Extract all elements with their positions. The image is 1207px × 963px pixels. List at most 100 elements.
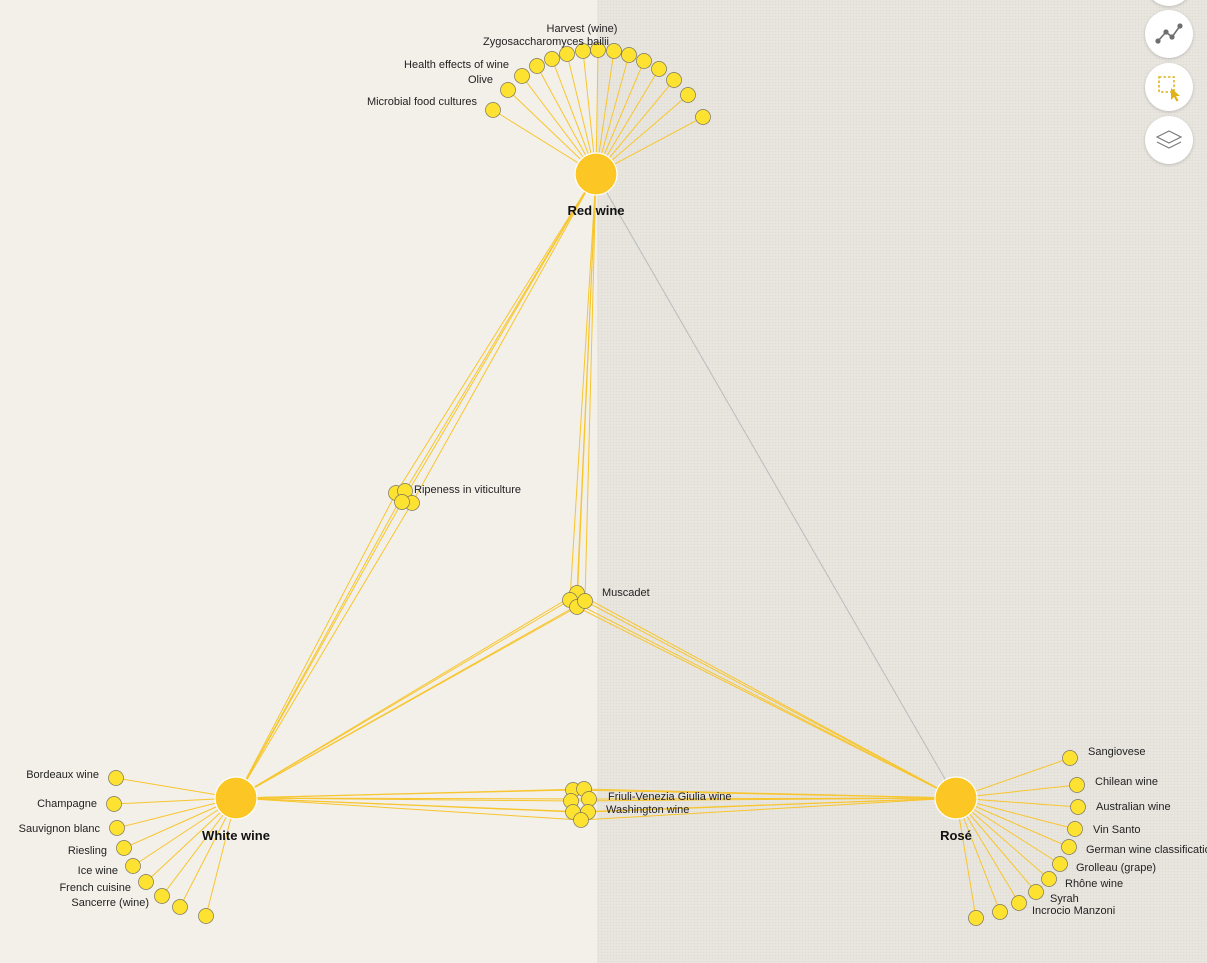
cluster-edge bbox=[235, 599, 571, 799]
hub-label-rose: Rosé bbox=[940, 828, 972, 843]
satellite-node[interactable] bbox=[621, 47, 637, 63]
cluster-edge bbox=[235, 492, 397, 799]
selection-icon bbox=[1158, 76, 1180, 102]
node-label-microbial-food-cultures: Microbial food cultures bbox=[367, 96, 478, 108]
satellite-node[interactable] bbox=[606, 43, 622, 59]
satellite-node[interactable] bbox=[106, 796, 122, 812]
cluster-edge bbox=[584, 600, 957, 799]
node-label-chilean-wine: Chilean wine bbox=[1095, 776, 1158, 788]
cluster-edge bbox=[569, 599, 957, 799]
top-partial-button[interactable] bbox=[1145, 0, 1193, 6]
cluster-edge bbox=[235, 502, 413, 799]
satellite-node[interactable] bbox=[1061, 839, 1077, 855]
satellite-node[interactable] bbox=[1069, 777, 1085, 793]
hub-node-rose[interactable] bbox=[934, 776, 978, 820]
satellite-node[interactable] bbox=[695, 109, 711, 125]
direct-edge bbox=[595, 173, 957, 799]
nodes-layer bbox=[106, 42, 1086, 926]
node-label-rhone-wine: Rhône wine bbox=[1065, 878, 1123, 890]
node-label-german-wine-classification: German wine classification bbox=[1086, 844, 1207, 856]
cluster-node[interactable] bbox=[394, 494, 410, 510]
satellite-node[interactable] bbox=[108, 770, 124, 786]
cluster-node[interactable] bbox=[577, 593, 593, 609]
satellite-node[interactable] bbox=[125, 858, 141, 874]
path-tool-button[interactable] bbox=[1145, 10, 1193, 58]
satellite-node[interactable] bbox=[485, 102, 501, 118]
cluster-edge bbox=[235, 788, 585, 799]
satellite-node[interactable] bbox=[109, 820, 125, 836]
satellite-node[interactable] bbox=[1052, 856, 1068, 872]
satellite-node[interactable] bbox=[590, 42, 606, 58]
canvas-left-area bbox=[0, 0, 597, 963]
node-label-muscadet: Muscadet bbox=[602, 587, 650, 599]
hub-label-white-wine: White wine bbox=[202, 828, 270, 843]
satellite-node[interactable] bbox=[666, 72, 682, 88]
cluster-edge bbox=[583, 788, 957, 799]
cluster-edge bbox=[587, 797, 957, 813]
satellite-node[interactable] bbox=[1062, 750, 1078, 766]
node-label-health-effects-of-wine: Health effects of wine bbox=[404, 59, 509, 71]
cluster-edge bbox=[404, 173, 597, 492]
layers-tool-button[interactable] bbox=[1145, 116, 1193, 164]
cluster-edge bbox=[235, 797, 582, 821]
cluster-edge bbox=[569, 173, 597, 601]
cluster-edge bbox=[580, 797, 957, 821]
path-icon bbox=[1155, 23, 1183, 44]
cluster-edge bbox=[401, 173, 597, 503]
hub-node-white-wine[interactable] bbox=[214, 776, 258, 820]
cluster-edge bbox=[576, 173, 597, 608]
satellite-node[interactable] bbox=[544, 51, 560, 67]
cluster-edge bbox=[395, 173, 597, 494]
satellite-node[interactable] bbox=[651, 61, 667, 77]
node-label-olive: Olive bbox=[468, 74, 493, 86]
node-label-grolleau-grape: Grolleau (grape) bbox=[1076, 862, 1156, 874]
node-label-vin-santo: Vin Santo bbox=[1093, 824, 1141, 836]
cluster-edge bbox=[235, 797, 589, 813]
satellite-node[interactable] bbox=[529, 58, 545, 74]
cluster-edge bbox=[235, 600, 586, 799]
node-label-champagne: Champagne bbox=[37, 798, 97, 810]
cluster-edge bbox=[584, 173, 597, 602]
satellite-node[interactable] bbox=[138, 874, 154, 890]
satellite-node[interactable] bbox=[1070, 799, 1086, 815]
layers-icon bbox=[1155, 130, 1183, 149]
node-label-australian-wine: Australian wine bbox=[1096, 801, 1171, 813]
satellite-node[interactable] bbox=[1011, 895, 1027, 911]
cluster-edge bbox=[235, 501, 403, 799]
satellite-node[interactable] bbox=[968, 910, 984, 926]
satellite-node[interactable] bbox=[172, 899, 188, 915]
node-label-sancerre-wine: Sancerre (wine) bbox=[71, 897, 149, 909]
satellite-node[interactable] bbox=[1067, 821, 1083, 837]
satellite-node[interactable] bbox=[559, 46, 575, 62]
satellite-node[interactable] bbox=[500, 82, 516, 98]
node-label-sangiovese: Sangiovese bbox=[1088, 746, 1146, 758]
satellite-node[interactable] bbox=[1041, 871, 1057, 887]
node-label-harvest-wine: Harvest (wine) bbox=[547, 23, 618, 35]
node-label-zygosaccharomyces-bailii: Zygosaccharomyces bailii bbox=[483, 36, 609, 48]
satellite-node[interactable] bbox=[680, 87, 696, 103]
satellite-node[interactable] bbox=[992, 904, 1008, 920]
satellite-node[interactable] bbox=[116, 840, 132, 856]
satellite-node[interactable] bbox=[198, 908, 214, 924]
hub-label-red-wine: Red wine bbox=[567, 203, 624, 218]
cluster-edge bbox=[235, 797, 590, 800]
node-label-sauvignon-blanc: Sauvignon blanc bbox=[19, 823, 101, 835]
node-label-ripeness-in-viticulture: Ripeness in viticulture bbox=[414, 484, 521, 496]
hub-node-red-wine[interactable] bbox=[574, 152, 618, 196]
node-label-ice-wine: Ice wine bbox=[78, 865, 118, 877]
satellite-node[interactable] bbox=[636, 53, 652, 69]
labels-layer: Harvest (wine)Zygosaccharomyces bailiiHe… bbox=[19, 23, 1207, 917]
satellite-node[interactable] bbox=[514, 68, 530, 84]
node-label-bordeaux-wine: Bordeaux wine bbox=[26, 769, 99, 781]
node-label-incrocio-manzoni: Incrocio Manzoni bbox=[1032, 905, 1115, 917]
satellite-node[interactable] bbox=[1028, 884, 1044, 900]
satellite-node[interactable] bbox=[154, 888, 170, 904]
cluster-node[interactable] bbox=[573, 812, 589, 828]
cluster-edge bbox=[576, 592, 957, 799]
node-label-washington-wine: Washington wine bbox=[606, 804, 689, 816]
node-label-french-cuisine: French cuisine bbox=[59, 882, 131, 894]
node-label-riesling: Riesling bbox=[68, 845, 107, 857]
selection-tool-button[interactable] bbox=[1145, 63, 1193, 111]
canvas-right-area bbox=[597, 0, 1207, 963]
